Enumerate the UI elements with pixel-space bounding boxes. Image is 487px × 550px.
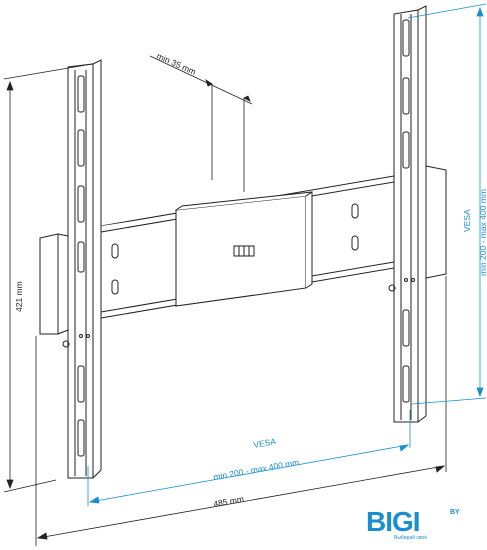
- brand-logo[interactable]: BIGI BY Выбирай своё: [366, 507, 476, 547]
- center-block: [175, 191, 313, 307]
- right-rail: [388, 5, 427, 423]
- width-label: 485 mm: [213, 494, 245, 509]
- logo-superscript: BY: [450, 509, 460, 516]
- left-rail: [62, 59, 102, 479]
- vesa-horizontal-range: min 200 - max 400 mm: [213, 457, 300, 482]
- vesa-horizontal-title: VESA: [253, 436, 277, 450]
- depth-dimension: [149, 55, 253, 192]
- vesa-vertical-title: VESA: [462, 209, 472, 232]
- depth-label: min 35 mm: [155, 51, 197, 77]
- width-dimension: [35, 276, 447, 546]
- logo-text: BIGI: [366, 506, 421, 537]
- vesa-vertical-range: min 200 - max 400 mm: [478, 189, 487, 276]
- height-label: 421 mm: [14, 281, 24, 312]
- left-spacer: [39, 233, 59, 335]
- height-dimension: [3, 63, 93, 493]
- right-spacer: [425, 165, 447, 279]
- vesa-horizontal-dimension: [87, 410, 411, 506]
- logo-tagline: Выбирай своё: [394, 535, 427, 541]
- vesa-vertical-dimension: [407, 3, 487, 405]
